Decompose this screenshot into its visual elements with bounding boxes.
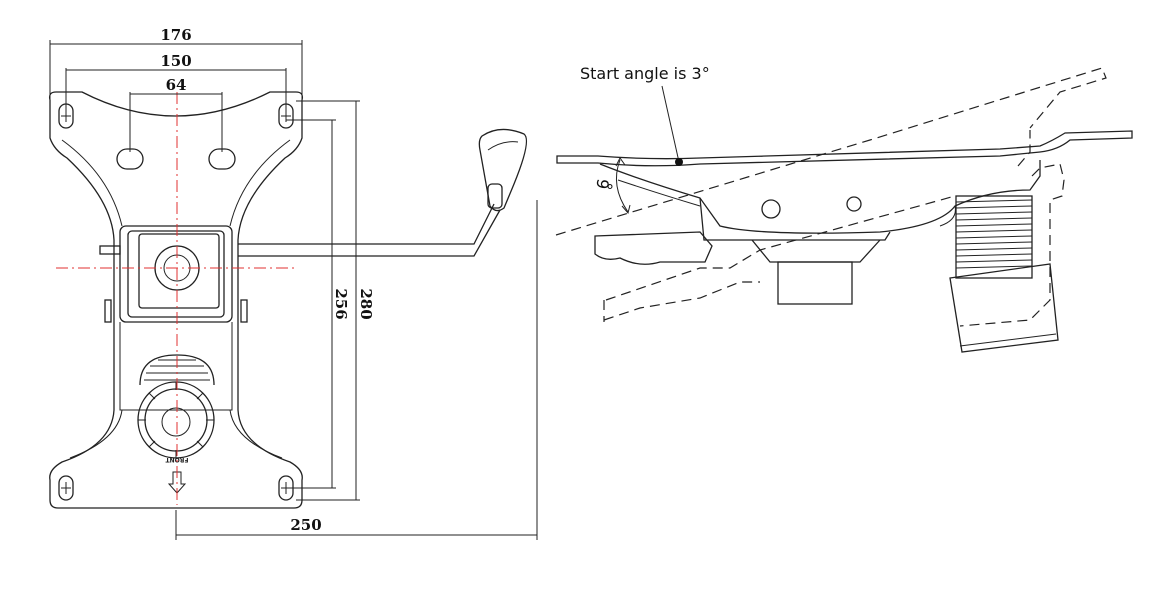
side-view: 9 ° Start angle is 3° — [555, 64, 1133, 353]
front-arrow-icon — [167, 471, 187, 494]
tilt-angle-label: 9 — [592, 177, 612, 190]
top-view: FRONT — [48, 26, 538, 540]
angle-arc — [615, 159, 629, 213]
seat-plate — [556, 130, 1133, 167]
tilted-position — [555, 67, 1107, 327]
bolt-hole — [846, 196, 862, 212]
dim-280: 280 — [357, 288, 375, 319]
dim-256: 256 — [332, 288, 350, 319]
tension-knob: FRONT — [137, 354, 215, 494]
dim-64: 64 — [166, 76, 187, 94]
dim-176: 176 — [160, 26, 191, 44]
plate-inner-rim — [61, 139, 291, 459]
angle-arrow-icon — [615, 157, 631, 215]
side-lever — [594, 231, 713, 265]
start-angle-annotation: Start angle is 3° — [580, 64, 710, 83]
annotation-leader — [661, 85, 680, 163]
dim-150: 150 — [160, 52, 191, 70]
base-plate-outline — [48, 91, 304, 509]
annotation-point — [675, 158, 683, 166]
threaded-column — [949, 195, 1059, 353]
dim-250: 250 — [290, 516, 321, 534]
tilt-lever — [238, 203, 501, 257]
front-label: FRONT — [165, 456, 189, 463]
pivot-hole — [761, 199, 781, 219]
bearing-block — [777, 261, 853, 305]
lower-bracket — [751, 239, 881, 263]
lever-handle — [478, 128, 528, 212]
centerlines — [56, 92, 295, 505]
mounting-holes — [58, 103, 294, 501]
dimension-lines — [49, 40, 538, 540]
degree-label: ° — [606, 181, 614, 200]
mechanism-body — [599, 160, 1041, 234]
